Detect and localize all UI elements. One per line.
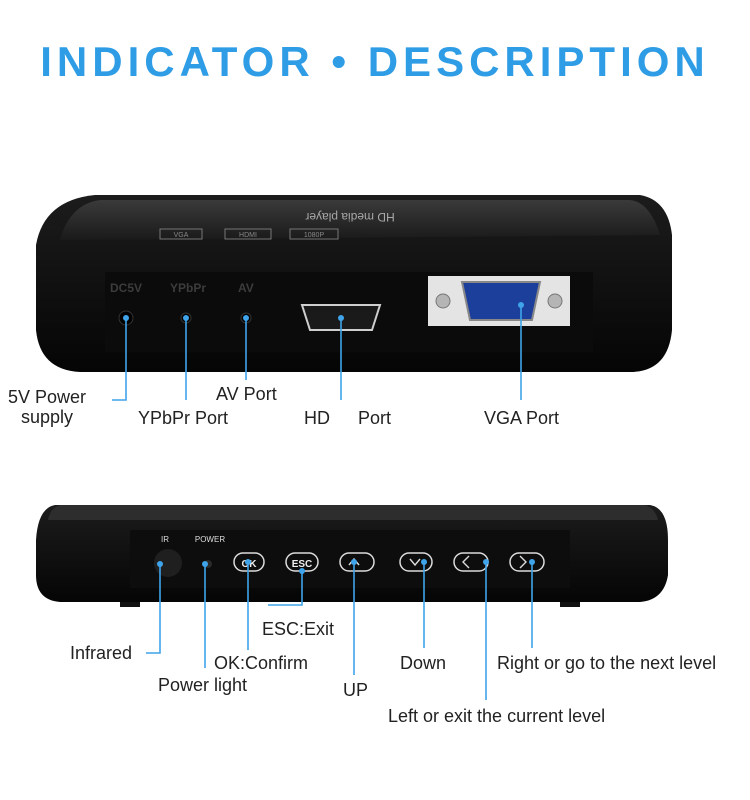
label-infrared: Infrared	[70, 643, 133, 663]
rear-device: HD media player VGA HDMI 1080P DC5V YPbP…	[36, 195, 672, 372]
badge-hdmi: HDMI	[239, 232, 257, 239]
label-5v-power-supply: 5V Power supply	[8, 387, 87, 427]
label-ypbpr-port: YPbPr Port	[138, 408, 229, 428]
front-top-surface	[48, 505, 658, 520]
label-av-port: AV Port	[216, 384, 277, 404]
label-up: UP	[343, 680, 369, 700]
mark-av: AV	[238, 281, 254, 295]
label-right: Right or go to the next level	[497, 653, 717, 673]
front-button-panel	[130, 530, 570, 588]
label-power-light: Power light	[158, 675, 248, 695]
front-callout-lines	[146, 562, 533, 700]
rear-top-surface	[60, 200, 660, 240]
label-ok-confirm: OK:Confirm	[214, 653, 309, 673]
badge-vga: VGA	[174, 232, 189, 239]
label-hd-port: Port	[358, 408, 392, 428]
page-title: INDICATOR • DESCRIPTION	[40, 38, 710, 85]
rear-top-badges: VGA HDMI 1080P	[159, 228, 339, 240]
rear-callout-lines	[112, 305, 522, 401]
mark-dc5v: DC5V	[110, 281, 142, 295]
label-esc-exit: ESC:Exit	[262, 619, 335, 639]
device-brand-text: HD media player	[305, 210, 394, 224]
esc-button-mark: ESC	[292, 559, 313, 570]
label-down: Down	[400, 653, 447, 673]
mark-power: POWER	[195, 535, 225, 544]
label-vga-port: VGA Port	[484, 408, 560, 428]
vga-port	[460, 281, 542, 321]
right-arrow-icon	[519, 555, 527, 569]
label-left: Left or exit the current level	[388, 706, 606, 726]
front-device: IR POWER OK ESC	[36, 505, 668, 607]
down-arrow-icon	[409, 558, 421, 567]
ir-window	[154, 549, 182, 577]
mark-ir: IR	[161, 535, 169, 544]
badge-1080p: 1080P	[304, 232, 325, 239]
label-hd: HD	[304, 408, 330, 428]
left-arrow-icon	[462, 555, 470, 569]
mark-ypbpr: YPbPr	[170, 281, 206, 295]
